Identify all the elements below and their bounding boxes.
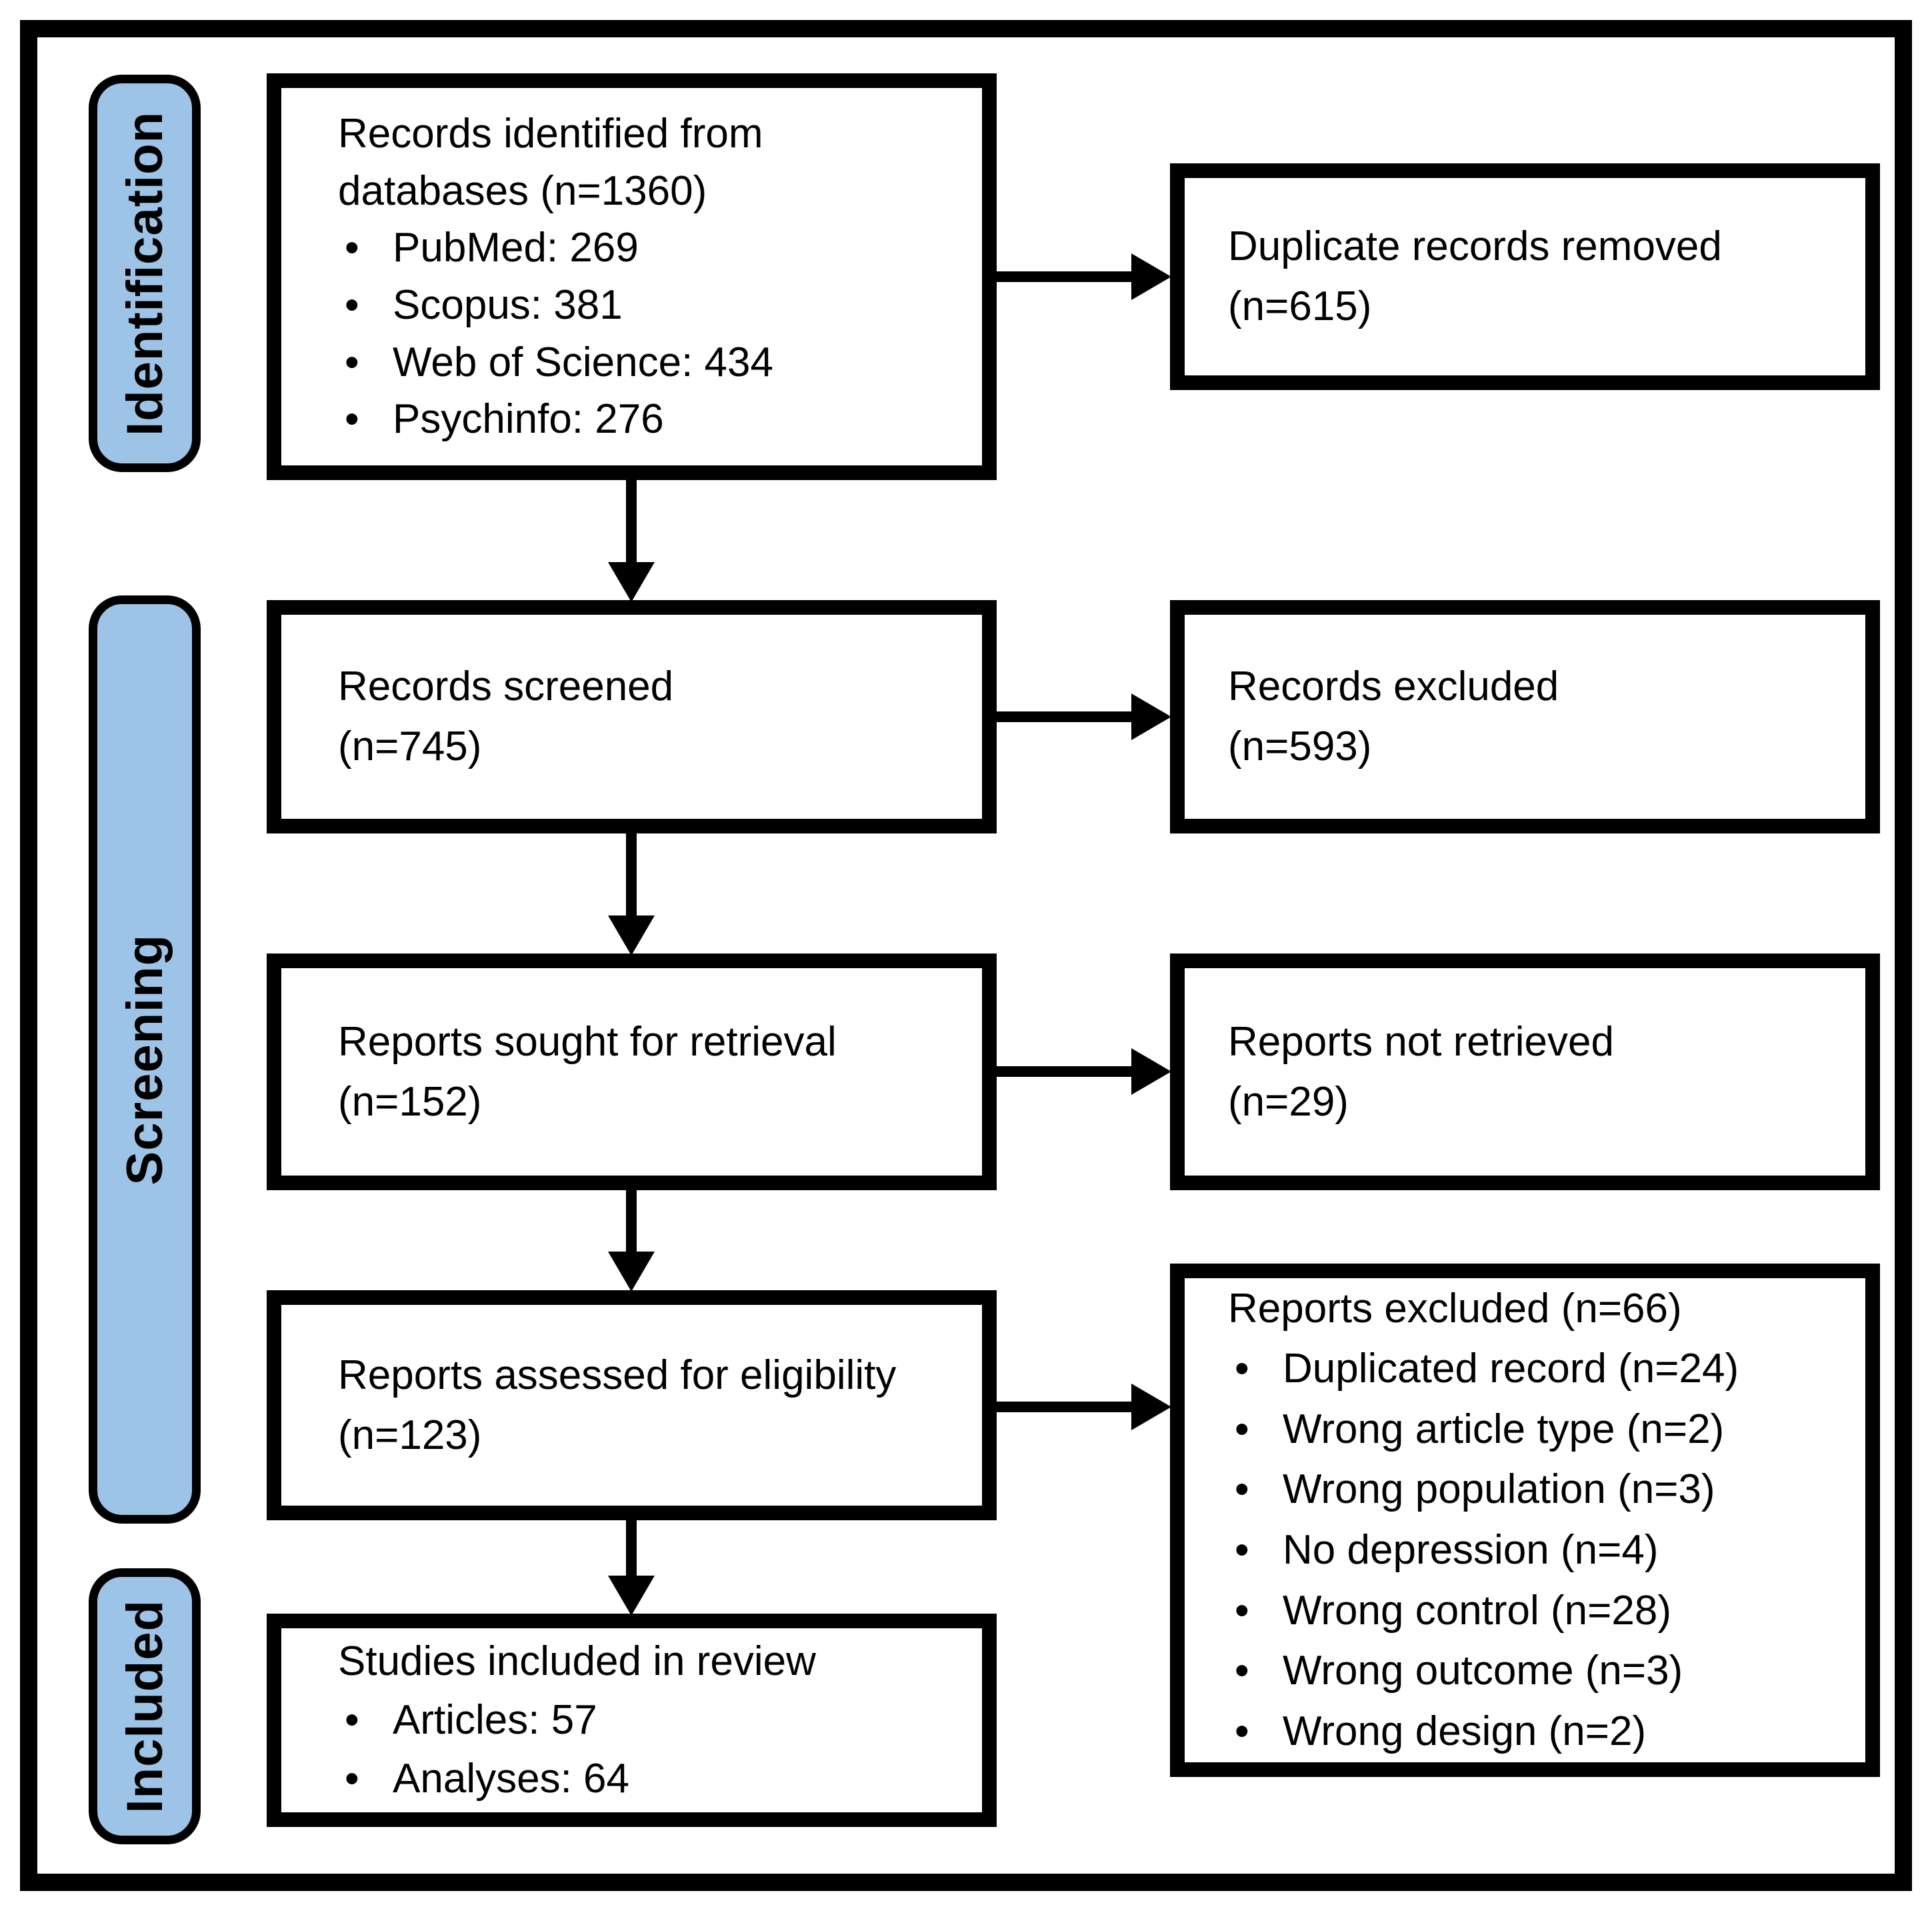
stage-label-included: Included: [89, 1568, 201, 1844]
box-reports-assessed-line1: Reports assessed for eligibility: [338, 1352, 897, 1398]
list-item: Psychinfo: 276: [338, 391, 955, 448]
list-item: Scopus: 381: [338, 277, 955, 334]
list-item: Web of Science: 434: [338, 334, 955, 391]
arrow-head-icon: [1131, 1048, 1171, 1095]
arrow-line: [626, 1517, 637, 1580]
arrow-line: [993, 1402, 1135, 1412]
box-reports-assessed: Reports assessed for eligibility (n=123): [267, 1290, 997, 1520]
stage-label-screening-text: Screening: [116, 933, 173, 1186]
box-records-screened-line2: (n=745): [338, 723, 482, 769]
box-studies-included: Studies included in review Articles: 57 …: [267, 1614, 997, 1827]
stage-label-identification: Identification: [89, 75, 201, 472]
list-item: Wrong outcome (n=3): [1228, 1641, 1839, 1702]
box-studies-included-title: Studies included in review: [338, 1638, 816, 1684]
box-duplicates-removed: Duplicate records removed (n=615): [1170, 163, 1880, 390]
box-reports-sought: Reports sought for retrieval (n=152): [267, 953, 997, 1190]
list-item: Wrong control (n=28): [1228, 1581, 1839, 1642]
list-item: Duplicated record (n=24): [1228, 1339, 1839, 1400]
arrow-head-icon: [608, 1252, 655, 1292]
arrow-head-icon: [1131, 693, 1171, 740]
arrow-line: [993, 1066, 1135, 1077]
box-reports-excluded: Reports excluded (n=66) Duplicated recor…: [1170, 1264, 1880, 1777]
arrow-head-icon: [608, 1576, 655, 1616]
box-records-identified-line2: databases (n=1360): [338, 167, 707, 214]
arrow-head-icon: [608, 562, 655, 602]
stage-label-screening: Screening: [89, 595, 201, 1524]
arrow-head-icon: [1131, 1384, 1171, 1430]
box-reports-not-retrieved-line2: (n=29): [1228, 1078, 1349, 1125]
box-records-excluded: Records excluded (n=593): [1170, 600, 1880, 833]
list-item: Wrong design (n=2): [1228, 1702, 1839, 1762]
list-item: Wrong population (n=3): [1228, 1460, 1839, 1520]
box-records-excluded-line2: (n=593): [1228, 723, 1372, 769]
box-duplicates-removed-line1: Duplicate records removed: [1228, 223, 1722, 270]
list-item: Articles: 57: [338, 1691, 955, 1750]
exclusion-reasons-list: Duplicated record (n=24) Wrong article t…: [1228, 1339, 1839, 1762]
list-item: Wrong article type (n=2): [1228, 1400, 1839, 1460]
arrow-line: [993, 271, 1135, 282]
box-records-identified: Records identified from databases (n=136…: [267, 73, 997, 480]
arrow-head-icon: [608, 915, 655, 956]
arrow-line: [993, 711, 1135, 722]
box-records-screened: Records screened (n=745): [267, 600, 997, 833]
box-reports-sought-line1: Reports sought for retrieval: [338, 1018, 837, 1065]
stage-label-identification-text: Identification: [116, 111, 173, 436]
box-records-screened-line1: Records screened: [338, 663, 674, 710]
box-records-excluded-line1: Records excluded: [1228, 663, 1559, 710]
box-reports-sought-line2: (n=152): [338, 1078, 482, 1125]
stage-label-included-text: Included: [116, 1599, 173, 1814]
list-item: Analyses: 64: [338, 1750, 955, 1808]
arrow-head-icon: [1131, 253, 1171, 300]
arrow-line: [626, 830, 637, 920]
diagram-outer-border: [20, 20, 1912, 1891]
database-counts-list: PubMed: 269 Scopus: 381 Web of Science: …: [338, 219, 955, 447]
arrow-line: [626, 475, 637, 567]
box-records-identified-line1: Records identified from: [338, 111, 763, 157]
box-reports-not-retrieved-line1: Reports not retrieved: [1228, 1018, 1614, 1065]
list-item: PubMed: 269: [338, 219, 955, 277]
arrow-line: [626, 1187, 637, 1256]
included-counts-list: Articles: 57 Analyses: 64: [338, 1691, 955, 1808]
box-reports-not-retrieved: Reports not retrieved (n=29): [1170, 953, 1880, 1190]
box-reports-excluded-title: Reports excluded (n=66): [1228, 1285, 1682, 1332]
list-item: No depression (n=4): [1228, 1520, 1839, 1581]
box-reports-assessed-line2: (n=123): [338, 1412, 482, 1458]
box-duplicates-removed-line2: (n=615): [1228, 283, 1372, 329]
